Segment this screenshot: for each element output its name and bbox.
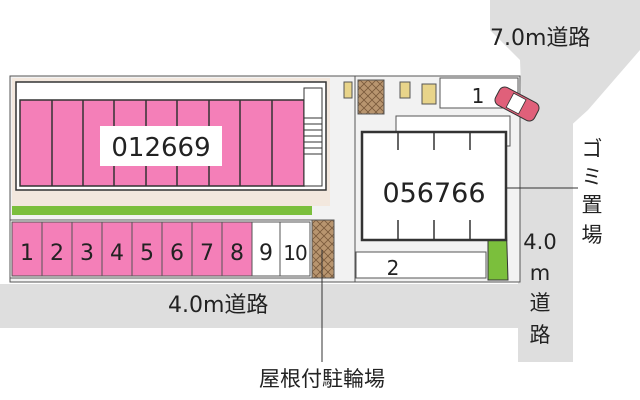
road-bottom <box>0 284 560 328</box>
parking-space-4: 4 <box>110 241 124 266</box>
front-parking: 1 2 3 4 5 6 7 8 9 10 <box>9 219 313 279</box>
parking-space-2: 2 <box>50 241 64 266</box>
building-right-unit-dividers <box>397 132 471 240</box>
shelter-small <box>357 79 385 115</box>
parking-spaces-free <box>251 221 311 277</box>
side-parking-space-1: 1 <box>472 84 485 108</box>
bike-shelter <box>311 219 335 279</box>
parking-space-9: 9 <box>259 241 273 266</box>
bike-shelter-label: 屋根付駐輪場 <box>259 367 385 391</box>
parking-spaces-occupied <box>11 221 253 277</box>
building-right: 056766 <box>360 115 511 242</box>
side-parking-lower <box>355 251 487 279</box>
garbage-label-4: 場 <box>582 223 603 247</box>
parking-space-8: 8 <box>230 241 244 266</box>
road-bottom-label: 4.0m道路 <box>168 293 268 318</box>
parking-space-1: 1 <box>20 241 34 266</box>
building-left-stairs <box>303 87 323 187</box>
road-right-label-4: 路 <box>530 323 551 347</box>
side-parking-space-2: 2 <box>387 256 400 280</box>
road-top-right-label: 7.0m道路 <box>490 26 590 51</box>
hedge-strip <box>12 206 312 215</box>
garbage-label-2: ミ <box>582 165 603 189</box>
parking-space-5: 5 <box>140 241 154 266</box>
parking-space-10: 10 <box>283 241 307 265</box>
road-right-label-3: 道 <box>530 291 551 315</box>
building-left-id: 012669 <box>111 133 210 163</box>
garbage-label-3: 置 <box>582 193 603 217</box>
road-right-label-2: m <box>530 261 550 285</box>
parking-space-6: 6 <box>170 241 184 266</box>
utility-boxes <box>343 81 437 105</box>
car-icon <box>494 86 540 122</box>
parking-space-3: 3 <box>80 241 94 266</box>
building-left-id-box <box>100 126 222 166</box>
road-right-label-1: 4.0 <box>523 230 556 254</box>
parking-space-7: 7 <box>200 241 214 266</box>
garbage-label-1: ゴ <box>582 137 603 161</box>
building-left: 012669 <box>15 81 327 191</box>
building-right-id: 056766 <box>382 178 485 209</box>
